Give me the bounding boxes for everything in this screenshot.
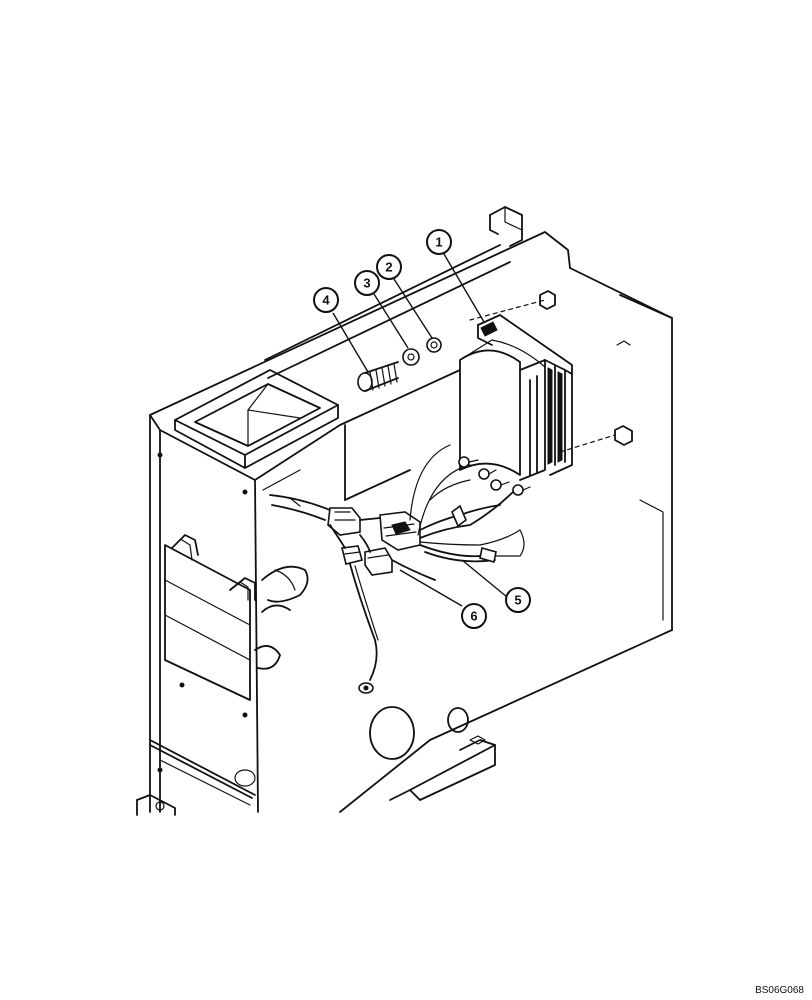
callout-3-label: 3 (363, 276, 370, 291)
bottom-base (369, 706, 496, 801)
clip-3 (616, 340, 631, 346)
leader-2 (393, 278, 433, 339)
callout-4-label: 4 (322, 293, 330, 308)
leader-1 (443, 253, 485, 323)
hose-fitting (254, 565, 309, 670)
leader-6 (399, 569, 463, 607)
callout-6: 6 (461, 603, 487, 629)
left-control-box (164, 534, 256, 701)
top-duct-opening (174, 369, 339, 469)
top-bracket (489, 206, 523, 247)
washer (402, 348, 420, 366)
callout-4: 4 (313, 287, 339, 313)
callout-2: 2 (376, 254, 402, 280)
resistor-module (459, 314, 573, 481)
callout-5: 5 (505, 587, 531, 613)
callout-1: 1 (426, 229, 452, 255)
clip-1 (539, 290, 556, 310)
bolt (357, 361, 399, 392)
leader-3 (373, 293, 409, 349)
callout-1-label: 1 (435, 235, 442, 250)
left-lower-panel (149, 452, 256, 806)
leader-4 (332, 312, 369, 373)
callout-5-label: 5 (514, 593, 521, 608)
nut (426, 337, 442, 353)
wiring-harness (269, 444, 531, 694)
figure-code: BS06G068 (755, 985, 804, 996)
clip-2 (614, 425, 633, 446)
callout-2-label: 2 (385, 260, 392, 275)
console-housing (149, 231, 673, 813)
callout-6-label: 6 (470, 609, 477, 624)
callout-3: 3 (354, 270, 380, 296)
leader-5 (461, 559, 508, 598)
bottom-left-bracket (136, 794, 176, 816)
